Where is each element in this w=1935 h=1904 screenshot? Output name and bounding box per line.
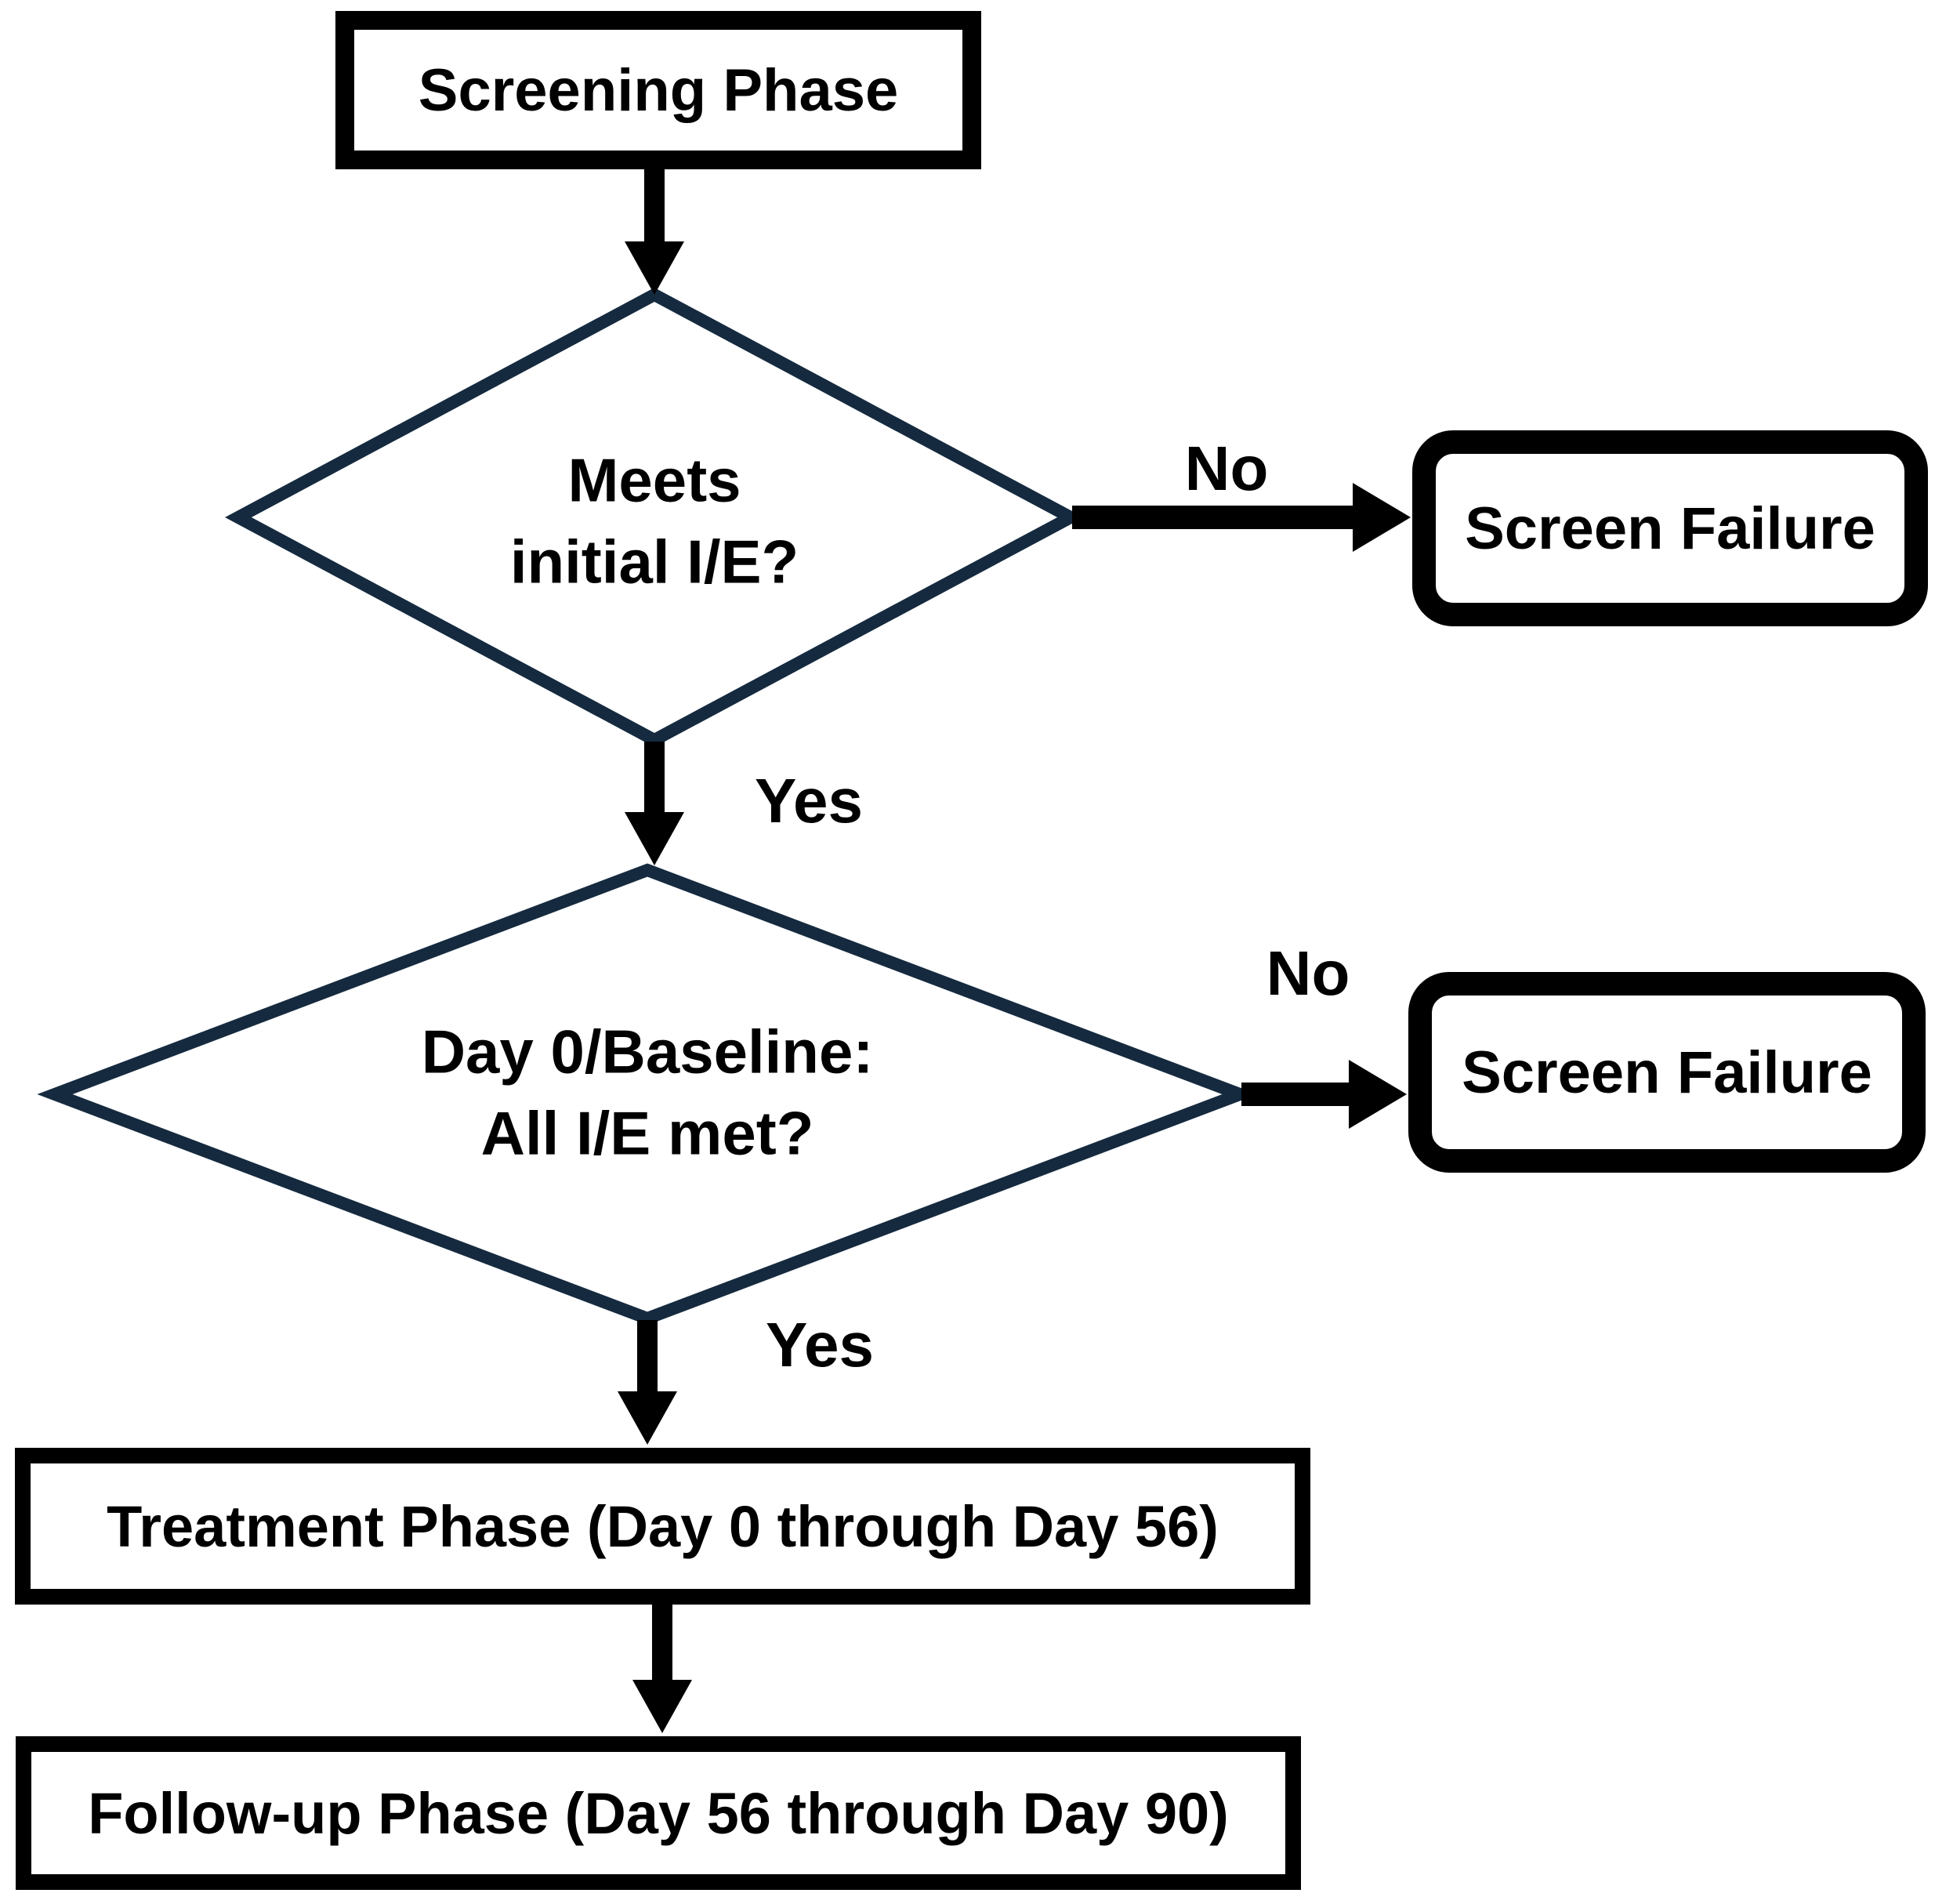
arrowhead-decision1-no xyxy=(1353,483,1411,552)
arrowhead-treatment-to-followup xyxy=(632,1680,692,1733)
decision-baseline-line2: All I/E met? xyxy=(480,1098,814,1167)
decision-initial-diamond xyxy=(225,287,1084,748)
edge-label-no-top: No xyxy=(1184,433,1269,503)
decision-initial-line2: initial I/E? xyxy=(509,527,799,596)
edge-label-yes-top: Yes xyxy=(755,766,863,836)
arrowhead-decision2-yes xyxy=(618,1391,677,1445)
decision-baseline-diamond xyxy=(37,863,1258,1326)
edge-label-yes-bottom: Yes xyxy=(766,1310,874,1380)
decision-baseline-text: Day 0/Baseline: All I/E met? xyxy=(422,1011,874,1173)
treatment-phase-label: Treatment Phase (Day 0 through Day 56) xyxy=(107,1493,1219,1559)
screening-phase-label: Screening Phase xyxy=(418,56,899,124)
followup-phase-box: Follow-up Phase (Day 56 through Day 90) xyxy=(16,1736,1301,1890)
decision-baseline-line1: Day 0/Baseline: xyxy=(421,1017,874,1086)
screen-failure-bottom-label: Screen Failure xyxy=(1462,1039,1872,1106)
treatment-phase-box: Treatment Phase (Day 0 through Day 56) xyxy=(15,1448,1310,1605)
screening-phase-box: Screening Phase xyxy=(335,11,981,169)
decision-initial-text: Meets initial I/E? xyxy=(510,440,799,602)
arrowhead-decision2-no xyxy=(1349,1060,1407,1129)
arrowhead-screening-to-decision1 xyxy=(625,241,684,295)
screen-failure-box-top: Screen Failure xyxy=(1412,430,1928,626)
decision-initial-line1: Meets xyxy=(567,445,741,515)
followup-phase-label: Follow-up Phase (Day 56 through Day 90) xyxy=(88,1780,1229,1846)
edge-label-no-bottom: No xyxy=(1266,938,1350,1008)
screen-failure-top-label: Screen Failure xyxy=(1465,495,1875,562)
screen-failure-box-bottom: Screen Failure xyxy=(1408,972,1926,1173)
arrowhead-decision1-yes xyxy=(625,812,684,865)
